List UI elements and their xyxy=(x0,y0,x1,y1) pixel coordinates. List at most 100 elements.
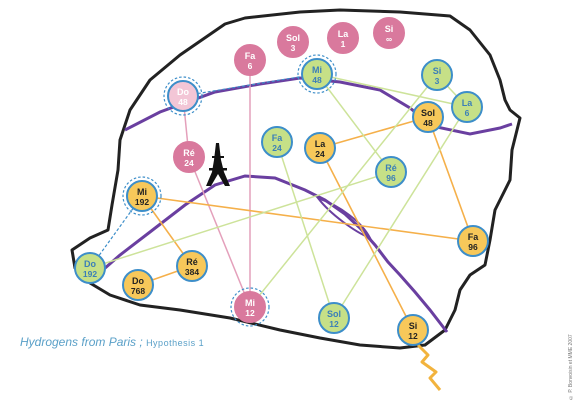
node-value-label: 24 xyxy=(184,158,194,168)
edge-si-3-mi-12 xyxy=(249,74,438,308)
edge-la-24-si-12 xyxy=(319,147,414,331)
node-circle xyxy=(373,17,405,49)
node-circle xyxy=(318,302,350,334)
edge-mi-48-la-6 xyxy=(316,73,468,108)
node-note-label: Si xyxy=(385,24,394,34)
node-value-label: 1 xyxy=(341,39,346,49)
edge-re-24-mi-12 xyxy=(188,156,251,308)
node-value-label: 48 xyxy=(423,118,433,128)
node-value-label: 192 xyxy=(83,269,97,279)
node-value-label: 3 xyxy=(435,76,440,86)
node-note-label: Sol xyxy=(421,108,435,118)
caption-title: Hydrogens from Paris xyxy=(20,335,137,349)
caption-separator: ; xyxy=(136,335,147,349)
node-note-label: Mi xyxy=(312,65,322,75)
node-note-label: Sol xyxy=(286,33,300,43)
node-si-3: Si3 xyxy=(421,59,453,91)
edge-la-24-sol-48 xyxy=(319,116,429,149)
node-circle xyxy=(375,156,407,188)
node-note-label: La xyxy=(338,29,349,39)
node-note-label: Fa xyxy=(245,51,256,61)
node-circle xyxy=(304,132,336,164)
eiffel-tower-icon xyxy=(206,143,230,186)
node-circle xyxy=(397,314,429,346)
node-halo xyxy=(297,54,337,94)
seine-river xyxy=(124,76,513,136)
node-la-6: La6 xyxy=(451,91,483,123)
node-value-label: 24 xyxy=(315,149,325,159)
node-halo xyxy=(230,287,270,327)
node-circle xyxy=(277,26,309,58)
edge-re-96-do-192 xyxy=(89,171,392,269)
node-value-label: 192 xyxy=(135,197,149,207)
node-circle xyxy=(301,58,333,90)
diagram-caption: Hydrogens from Paris ; Hypothesis 1 xyxy=(20,335,204,349)
seine-island xyxy=(315,195,373,240)
edge-fa-24-sol-12 xyxy=(276,141,335,319)
node-si-inf: Si∞ xyxy=(373,17,405,49)
node-value-label: 96 xyxy=(468,242,478,252)
node-note-label: Si xyxy=(409,321,418,331)
node-la-1: La1 xyxy=(327,22,359,54)
node-note-label: Ré xyxy=(183,148,195,158)
node-note-label: Si xyxy=(433,66,442,76)
node-circle xyxy=(451,91,483,123)
node-value-label: ∞ xyxy=(386,34,392,44)
node-note-label: Do xyxy=(132,276,144,286)
node-note-label: Sol xyxy=(327,309,341,319)
node-note-label: Ré xyxy=(186,257,198,267)
node-value-label: 12 xyxy=(408,331,418,341)
node-note-label: Fa xyxy=(468,232,479,242)
node-note-label: Do xyxy=(84,259,96,269)
node-circle xyxy=(457,225,489,257)
node-note-label: Do xyxy=(177,87,189,97)
node-value-label: 6 xyxy=(248,61,253,71)
node-value-label: 48 xyxy=(178,97,188,107)
node-value-label: 12 xyxy=(245,308,255,318)
node-value-label: 768 xyxy=(131,286,145,296)
node-note-label: Ré xyxy=(385,163,397,173)
node-circle xyxy=(327,22,359,54)
edge-la-6-sol-12 xyxy=(333,106,468,319)
node-halo xyxy=(122,176,162,216)
node-value-label: 6 xyxy=(465,108,470,118)
node-note-label: La xyxy=(462,98,473,108)
node-value-label: 48 xyxy=(312,75,322,85)
node-note-label: Fa xyxy=(272,133,283,143)
node-value-label: 384 xyxy=(185,267,199,277)
node-circle xyxy=(421,59,453,91)
edge-mi-192-fa-96 xyxy=(141,195,474,242)
node-circle xyxy=(126,180,158,212)
node-value-label: 3 xyxy=(291,43,296,53)
node-circle xyxy=(261,126,293,158)
node-value-label: 24 xyxy=(272,143,282,153)
edge-sol-48-fa-96 xyxy=(427,116,474,242)
node-circle xyxy=(173,141,205,173)
node-circle xyxy=(412,101,444,133)
node-circle xyxy=(122,269,154,301)
node-note-label: Mi xyxy=(137,187,147,197)
node-circle xyxy=(74,252,106,284)
node-circle xyxy=(167,80,199,112)
node-note-label: La xyxy=(315,139,326,149)
copyright-credit: © P. Bonvoisin et MME 2007 xyxy=(568,334,574,400)
node-circle xyxy=(176,250,208,282)
node-circle xyxy=(234,291,266,323)
node-fa-6: Fa6 xyxy=(234,44,266,76)
